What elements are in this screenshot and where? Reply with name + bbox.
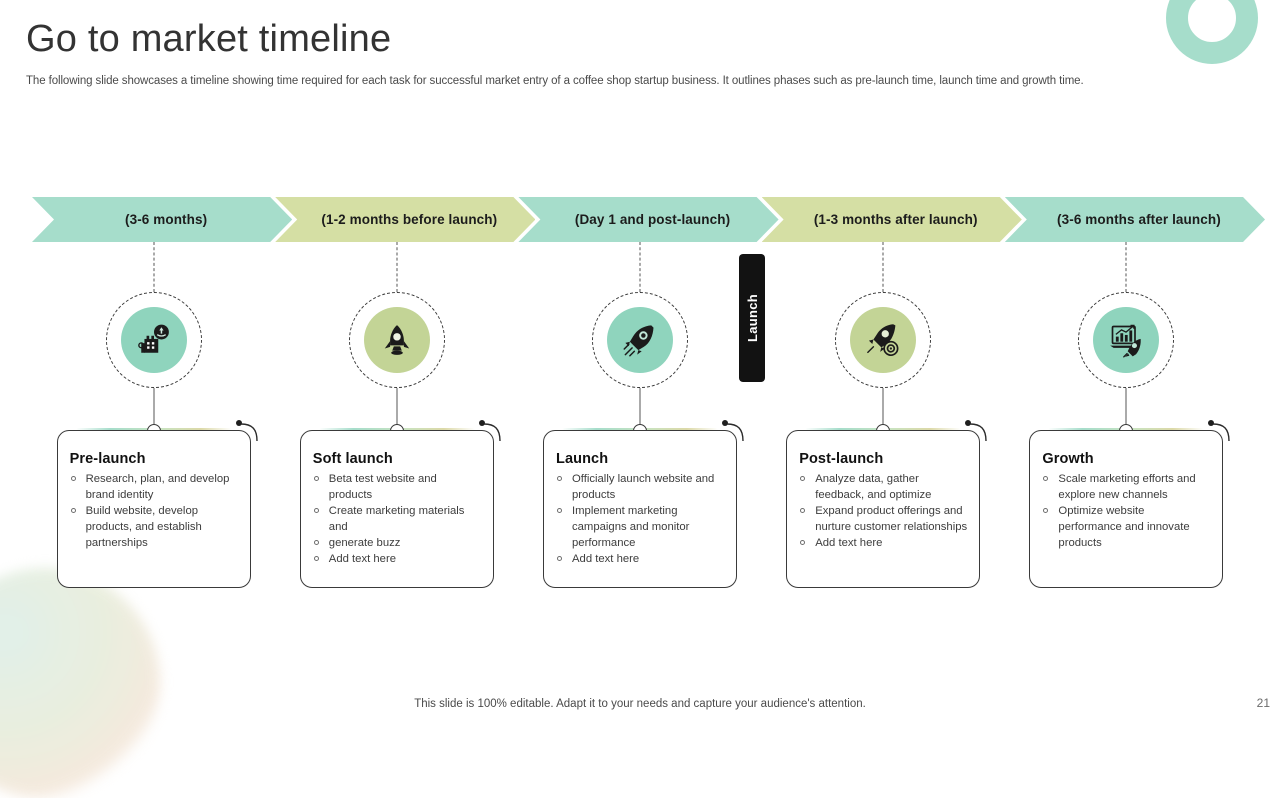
list-item: Scale marketing efforts and explore new … bbox=[1042, 471, 1210, 503]
dashed-connector bbox=[639, 242, 641, 292]
list-item: Expand product offerings and nurture cus… bbox=[799, 503, 967, 535]
phase-chevron-label: (1-2 months before launch) bbox=[321, 212, 498, 227]
card-corner-dot bbox=[478, 420, 485, 426]
launch-marker-label: Launch bbox=[744, 293, 760, 343]
card-corner-dot bbox=[1208, 420, 1215, 426]
vertical-connector bbox=[639, 388, 641, 430]
footer-note: This slide is 100% editable. Adapt it to… bbox=[414, 698, 866, 710]
list-item: Create marketing materials and bbox=[313, 503, 481, 535]
dashed-connector bbox=[396, 242, 398, 292]
page-number: 21 bbox=[1256, 696, 1270, 710]
phase-icon-badge-2[interactable] bbox=[348, 292, 445, 388]
list-item: Research, plan, and develop brand identi… bbox=[70, 471, 238, 503]
card-corner-hook bbox=[478, 420, 503, 442]
phase-chevron-label: (3-6 months) bbox=[125, 212, 208, 227]
dashed-connector bbox=[1125, 242, 1127, 292]
phase-chevron-4[interactable]: (1-3 months after launch) bbox=[762, 197, 1022, 242]
page-title: Go to market timeline bbox=[26, 18, 392, 60]
phase-card-title: Soft launch bbox=[312, 451, 393, 467]
phase-card-title: Pre-launch bbox=[69, 451, 146, 467]
card-corner-hook bbox=[965, 420, 989, 442]
card-corner-curve bbox=[970, 423, 987, 442]
card-corner-dot bbox=[722, 420, 728, 426]
phase-chevron-label: (Day 1 and post-launch) bbox=[574, 212, 731, 227]
slide-subtitle: The following slide showcases a timeline… bbox=[26, 74, 1084, 87]
list-item: Implement marketing campaigns and monito… bbox=[556, 503, 724, 551]
growth-chart-rocket-icon bbox=[1093, 307, 1160, 373]
list-item: Beta test website and products bbox=[313, 471, 481, 503]
dashed-connector bbox=[153, 242, 155, 292]
phase-card-bullet-list: Research, plan, and develop brand identi… bbox=[70, 471, 238, 551]
phase-chevron-label: (3-6 months after launch) bbox=[1057, 212, 1221, 227]
rocket-target-icon bbox=[850, 307, 917, 373]
factory-brand-identity-icon bbox=[120, 307, 187, 373]
vertical-connector bbox=[1125, 388, 1127, 430]
vertical-connector bbox=[882, 388, 884, 430]
list-item: Add text here bbox=[313, 551, 481, 567]
list-item: Add text here bbox=[799, 535, 967, 551]
list-item: generate buzz bbox=[313, 535, 481, 551]
dashed-connector bbox=[882, 242, 884, 292]
phase-icon-badge-4[interactable] bbox=[835, 292, 932, 388]
card-corner-curve bbox=[483, 423, 501, 442]
card-corner-curve bbox=[726, 423, 744, 442]
list-item: Analyze data, gather feedback, and optim… bbox=[799, 471, 967, 503]
phase-icon-badge-3[interactable] bbox=[592, 292, 688, 388]
card-corner-hook bbox=[722, 420, 746, 442]
card-corner-curve bbox=[1213, 423, 1231, 442]
decorative-blob-bottom-left bbox=[0, 568, 160, 798]
phase-card-bullet-list: Scale marketing efforts and explore new … bbox=[1042, 471, 1210, 551]
card-corner-dot bbox=[965, 420, 972, 426]
phase-card-title: Growth bbox=[1042, 451, 1094, 467]
phase-chevron-3[interactable]: (Day 1 and post-launch) bbox=[518, 197, 778, 242]
list-item: Optimize website performance and innovat… bbox=[1042, 503, 1210, 551]
phase-card-bullet-list: Analyze data, gather feedback, and optim… bbox=[799, 471, 967, 551]
rocket-upright-icon bbox=[363, 307, 430, 373]
launch-marker: Launch bbox=[739, 254, 765, 382]
card-corner-hook bbox=[1208, 420, 1232, 442]
phase-chevron-1[interactable]: (3-6 months) bbox=[32, 197, 292, 242]
vertical-connector bbox=[396, 388, 398, 430]
list-item: Officially launch website and products bbox=[556, 471, 724, 503]
phase-card-title: Post-launch bbox=[799, 451, 884, 467]
phase-chevron-2[interactable]: (1-2 months before launch) bbox=[275, 197, 535, 242]
card-corner-dot bbox=[235, 420, 242, 426]
phase-icon-badge-5[interactable] bbox=[1078, 292, 1175, 388]
phase-chevron-5[interactable]: (3-6 months after launch) bbox=[1005, 197, 1265, 242]
card-corner-hook bbox=[235, 420, 260, 442]
list-item: Add text here bbox=[556, 551, 724, 567]
phase-chevron-label: (1-3 months after launch) bbox=[813, 212, 978, 227]
phase-card-title: Launch bbox=[556, 451, 609, 467]
vertical-connector bbox=[153, 388, 155, 430]
list-item: Build website, develop products, and est… bbox=[70, 503, 238, 551]
card-corner-curve bbox=[240, 423, 258, 442]
phase-chevron-band: (3-6 months) (1-2 months before launch) (D… bbox=[32, 197, 1248, 242]
rocket-diagonal-icon bbox=[607, 307, 673, 373]
slide-header: Go to market timeline The following slid… bbox=[26, 18, 1206, 89]
phase-icon-badge-1[interactable] bbox=[105, 292, 202, 388]
